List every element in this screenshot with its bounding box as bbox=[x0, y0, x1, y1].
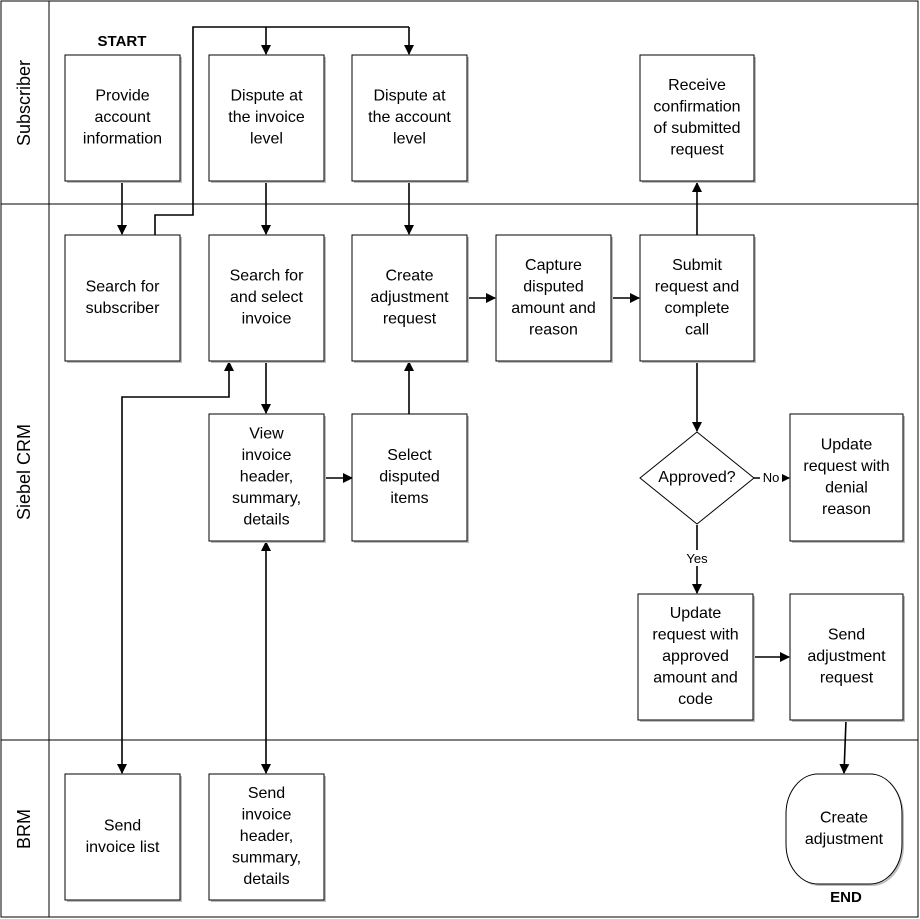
send-adjustment-box-label: adjustment bbox=[807, 648, 886, 665]
no-label-bg bbox=[760, 469, 782, 485]
send-invoice-list-box-label: Send bbox=[104, 817, 141, 834]
dispute-invoice-box: Dispute at the invoice level bbox=[208, 54, 326, 183]
receive-confirmation-box-label: of submitted bbox=[653, 120, 740, 137]
submit-request-box-label: call bbox=[685, 321, 709, 338]
send-invoice-header-box-label: invoice bbox=[242, 807, 292, 824]
capture-disputed-box-label: reason bbox=[529, 321, 578, 338]
receive-confirmation-box: Receive confirmation of submitted request bbox=[639, 54, 756, 183]
search-subscriber-box-label: subscriber bbox=[86, 300, 160, 317]
view-invoice-box-label: invoice bbox=[242, 447, 292, 464]
select-items-box-label: Select bbox=[387, 447, 432, 464]
update-approved-box-label: code bbox=[678, 691, 713, 708]
create-adjustment-terminal-label: adjustment bbox=[805, 831, 884, 848]
create-adjustment-terminal-label: Create bbox=[820, 809, 868, 826]
edge-label-yes: Yes bbox=[686, 551, 708, 566]
approved-decision: Approved? bbox=[639, 431, 755, 525]
receive-confirmation-box-label: confirmation bbox=[653, 98, 740, 115]
submit-request-box: Submit request and complete call bbox=[639, 234, 756, 363]
lane-label-brm: BRM bbox=[14, 809, 34, 849]
create-adjustment-request-box: Create adjustment request bbox=[351, 234, 469, 363]
yes-label-bg bbox=[682, 550, 712, 566]
view-invoice-box-label: View bbox=[249, 426, 284, 443]
start-label: START bbox=[98, 33, 147, 50]
update-approved-box: Update request with approved amount and code bbox=[637, 593, 755, 722]
view-invoice-box-label: details bbox=[243, 512, 289, 529]
dispute-invoice-box-label: level bbox=[250, 131, 283, 148]
send-invoice-list-box: Send invoice list bbox=[64, 773, 182, 902]
send-invoice-header-box: Send invoice header, summary, details bbox=[208, 773, 326, 902]
select-items-box: Select disputed items bbox=[351, 413, 469, 543]
search-invoice-box-label: invoice bbox=[242, 311, 292, 328]
update-approved-box-label: approved bbox=[662, 648, 729, 665]
send-adjustment-box: Send adjustment request bbox=[789, 593, 905, 722]
submit-request-box-label: request and bbox=[655, 278, 740, 295]
lane-label-siebel-crm: Siebel CRM bbox=[14, 424, 34, 520]
update-denial-box-label: request with bbox=[803, 458, 889, 475]
provide-account-box-label: Provide bbox=[95, 88, 149, 105]
send-invoice-header-box-label: header, bbox=[240, 828, 293, 845]
view-invoice-box: View invoice header, summary, details bbox=[208, 413, 326, 543]
capture-disputed-box-label: Capture bbox=[525, 257, 582, 274]
search-invoice-box-label: Search for bbox=[230, 268, 304, 285]
edge-label-no: No bbox=[763, 470, 780, 485]
approved-decision-label: Approved? bbox=[658, 469, 735, 486]
update-approved-box-label: Update bbox=[670, 605, 722, 622]
view-invoice-box-label: summary, bbox=[232, 490, 301, 507]
receive-confirmation-box-label: request bbox=[670, 141, 724, 158]
dispute-account-box: Dispute at the account level bbox=[351, 54, 469, 183]
update-approved-box-label: amount and bbox=[653, 670, 738, 687]
submit-request-box-label: complete bbox=[665, 300, 730, 317]
dispute-account-box-label: the account bbox=[368, 109, 451, 126]
create-adjustment-request-box-label: adjustment bbox=[370, 289, 449, 306]
capture-disputed-box: Capture disputed amount and reason bbox=[495, 234, 613, 363]
nodes: Provide account information Dispute at the i… bbox=[64, 54, 905, 902]
provide-account-box-label: information bbox=[83, 131, 162, 148]
connectors bbox=[117, 26, 850, 774]
search-invoice-box-label: and select bbox=[230, 289, 303, 306]
provide-account-box-label: account bbox=[94, 109, 151, 126]
create-adjustment-request-box-label: request bbox=[383, 311, 437, 328]
update-denial-box-label: reason bbox=[822, 501, 871, 518]
create-adjustment-terminal: Create adjustment bbox=[785, 773, 904, 886]
update-denial-box-label: denial bbox=[825, 479, 868, 496]
update-denial-box-label: Update bbox=[821, 436, 873, 453]
end-label: END bbox=[830, 889, 862, 906]
create-adjustment-request-box-label: Create bbox=[385, 268, 433, 285]
send-invoice-header-box-label: details bbox=[243, 871, 289, 888]
send-invoice-header-box-label: Send bbox=[248, 785, 285, 802]
provide-account-box: Provide account information bbox=[64, 54, 182, 183]
search-invoice-box: Search for and select invoice bbox=[208, 234, 326, 363]
lane-label-subscriber: Subscriber bbox=[14, 60, 34, 146]
receive-confirmation-box-label: Receive bbox=[668, 77, 726, 94]
send-adjustment-box-label: request bbox=[820, 670, 874, 687]
update-approved-box-label: request with bbox=[652, 627, 738, 644]
search-subscriber-box-label: Search for bbox=[86, 278, 160, 295]
select-items-box-label: items bbox=[390, 490, 428, 507]
dispute-invoice-box-label: Dispute at bbox=[230, 88, 303, 105]
search-subscriber-box: Search for subscriber bbox=[64, 234, 182, 363]
capture-disputed-box-label: disputed bbox=[523, 278, 584, 295]
send-invoice-list-box-label: invoice list bbox=[86, 839, 160, 856]
view-invoice-box-label: header, bbox=[240, 469, 293, 486]
submit-request-box-label: Submit bbox=[672, 257, 722, 274]
capture-disputed-box-label: amount and bbox=[511, 300, 596, 317]
select-items-box-label: disputed bbox=[379, 469, 440, 486]
send-invoice-header-box-label: summary, bbox=[232, 850, 301, 867]
dispute-account-box-label: level bbox=[393, 131, 426, 148]
dispute-account-box-label: Dispute at bbox=[373, 88, 446, 105]
dispute-invoice-box-label: the invoice bbox=[228, 109, 305, 126]
send-adjustment-box-label: Send bbox=[828, 627, 865, 644]
update-denial-box: Update request with denial reason bbox=[789, 413, 905, 543]
